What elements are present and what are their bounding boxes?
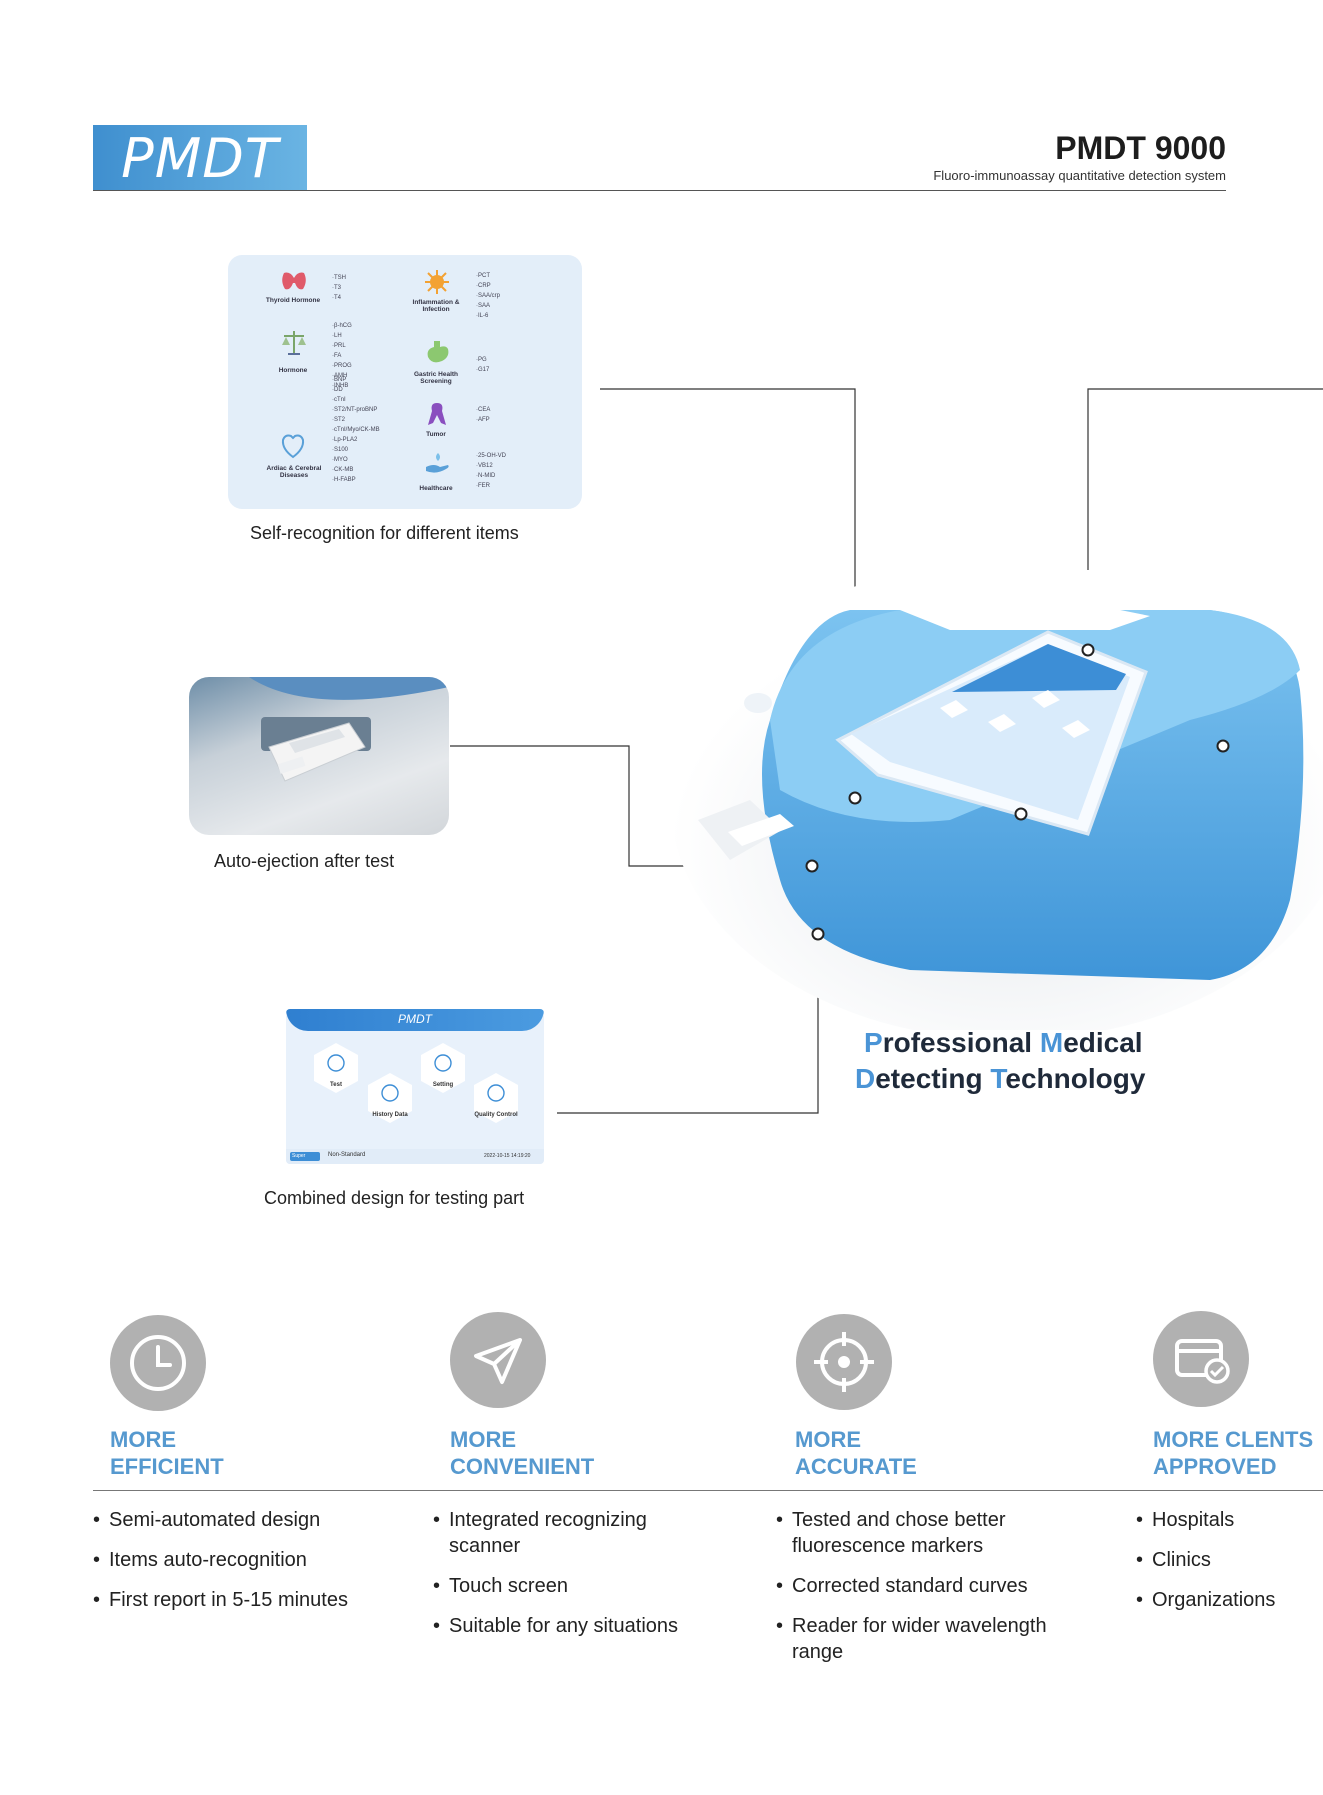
list-item: Organizations	[1136, 1587, 1316, 1613]
tile-label: Setting	[432, 1082, 454, 1088]
slogan: Professional Medical Detecting Technolog…	[855, 1025, 1145, 1097]
list-item: Hospitals	[1136, 1507, 1316, 1533]
feature-title-line: CONVENIENT	[450, 1454, 595, 1479]
group-items: ·BNP ·DD ·cTnI ·ST2/NT-proBNP ·ST2 ·cTnI…	[332, 377, 380, 483]
test-strip-illustration	[249, 677, 449, 782]
group-label: Inflammation & Infection	[412, 299, 460, 313]
caption-eject: Auto-ejection after test	[214, 851, 395, 871]
stomach-icon	[427, 341, 449, 363]
items-card: Thyroid Hormone ·TSH ·T3 ·T4 Hormone ·β-…	[228, 255, 582, 509]
slogan-initial: P	[864, 1027, 883, 1058]
list-item: Reader for wider wavelength range	[776, 1613, 1102, 1665]
logo-text: PMDT	[121, 126, 279, 190]
feature-title-line: MORE	[450, 1427, 516, 1452]
list-item: Tested and chose better fluorescence mar…	[776, 1507, 1062, 1559]
list-item: Corrected standard curves	[776, 1573, 1106, 1599]
feature-list-accurate: Tested and chose better fluorescence mar…	[776, 1507, 1106, 1679]
slogan-text: edical	[1063, 1027, 1143, 1058]
tile-label: Quality Control	[474, 1112, 518, 1118]
slogan-text: echnology	[1005, 1063, 1146, 1094]
feature-list-approved: Hospitals Clinics Organizations	[1136, 1507, 1316, 1627]
group-items: ·TSH ·T3 ·T4	[332, 275, 346, 301]
group-items: ·PG ·G17	[476, 357, 490, 373]
product-subtitle: Fluoro-immunoassay quantitative detectio…	[933, 168, 1226, 183]
list-item: First report in 5-15 minutes	[93, 1587, 393, 1613]
feature-title-line: APPROVED	[1153, 1454, 1277, 1479]
group-label: Healthcare	[419, 485, 453, 492]
send-icon	[450, 1312, 546, 1408]
list-item: Semi-automated design	[93, 1507, 393, 1533]
feature-title-line: ACCURATE	[795, 1454, 917, 1479]
brand-logo: PMDT	[93, 125, 307, 191]
group-label: Hormone	[278, 367, 308, 374]
slogan-initial: M	[1039, 1027, 1064, 1058]
status-mode: Non-Standard	[328, 1152, 366, 1158]
group-items: ·PCT ·CRP ·SAA/crp ·SAA ·IL-6	[476, 273, 501, 319]
ribbon-icon	[428, 403, 446, 425]
header-divider	[93, 190, 1226, 191]
product-model: PMDT 9000	[1055, 130, 1226, 166]
group-label: Ardiac & Cerebral Diseases	[266, 465, 322, 479]
healthcare-hand-icon	[426, 453, 449, 473]
screen-preview: PMDT Test History Data Setting Quality C…	[286, 1009, 544, 1164]
tile-label: History Data	[372, 1112, 408, 1118]
feature-list-convenient: Integrated recognizing scanner Touch scr…	[433, 1507, 733, 1653]
list-item: Touch screen	[433, 1573, 733, 1599]
balance-icon	[282, 331, 306, 355]
feature-title-line: MORE	[795, 1427, 861, 1452]
tile-label: Test	[330, 1082, 342, 1088]
slogan-initial: D	[855, 1063, 876, 1094]
list-item: Items auto-recognition	[93, 1547, 393, 1573]
thyroid-icon	[282, 272, 306, 290]
feature-title-line: EFFICIENT	[110, 1454, 224, 1479]
crosshair-icon	[796, 1314, 892, 1410]
feature-list-efficient: Semi-automated design Items auto-recogni…	[93, 1507, 393, 1627]
slogan-initial: T	[990, 1063, 1006, 1094]
group-items: ·CEA ·AFP	[476, 407, 491, 423]
list-item: Integrated recognizing scanner	[433, 1507, 699, 1559]
screen-title: PMDT	[398, 1012, 432, 1026]
group-items: ·25-OH-VD ·VB12 ·N-MID ·FER	[476, 453, 507, 489]
group-label: Gastric Health Screening	[413, 371, 459, 385]
virus-icon	[425, 270, 449, 294]
slogan-line-1: Professional Medical	[864, 1025, 1145, 1061]
status-time: 2022-10-15 14:19:20	[484, 1153, 531, 1159]
list-item: Clinics	[1136, 1547, 1316, 1573]
feature-title-line: MORE CLENTS	[1153, 1427, 1314, 1452]
status-user: Super	[292, 1153, 306, 1159]
feature-title-line: MORE	[110, 1427, 176, 1452]
slogan-text: etecting	[875, 1063, 991, 1094]
group-label: Tumor	[426, 431, 446, 438]
caption-screen: Combined design for testing part	[264, 1188, 525, 1208]
slogan-line-2: Detecting Technology	[855, 1061, 1145, 1097]
group-label: Thyroid Hormone	[265, 297, 321, 304]
slogan-text: rofessional	[882, 1027, 1040, 1058]
heart-icon	[281, 434, 305, 459]
screen-hexagons	[286, 1043, 544, 1164]
eject-photo	[189, 677, 449, 835]
device-illustration	[670, 570, 1323, 1030]
card-check-icon	[1153, 1311, 1249, 1407]
list-item: Suitable for any situations	[433, 1613, 733, 1639]
clock-icon	[110, 1315, 206, 1411]
caption-items: Self-recognition for different items	[250, 523, 519, 543]
features-divider	[93, 1490, 1323, 1491]
group-items: ·β-hCG ·LH ·PRL ·FA ·PROG ·AMH ·INHB	[332, 323, 352, 389]
